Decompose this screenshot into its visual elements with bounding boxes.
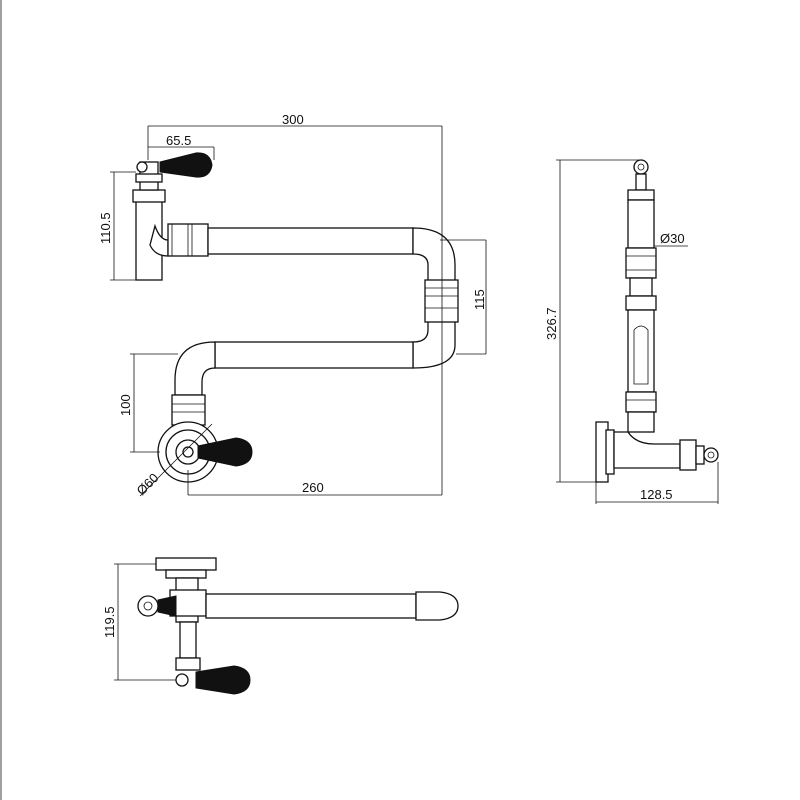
- middle-rings: [625, 295, 657, 311]
- lower-elbow: [174, 341, 216, 396]
- top-lower-knob: [175, 673, 189, 687]
- top-collar: [627, 189, 655, 201]
- top-lower-stem: [179, 621, 197, 659]
- side-view: Ø30 326.7 128.5: [544, 159, 719, 504]
- lower-handle: [197, 437, 253, 467]
- upper-handle: [159, 152, 213, 178]
- dim-lower-height: 100: [118, 394, 133, 416]
- upper-rings: [625, 247, 657, 279]
- base-valve-center: [182, 446, 194, 458]
- dim-upper-height: 110.5: [98, 212, 113, 244]
- dim-elbow-height: 115: [472, 289, 487, 310]
- lower-collar: [171, 394, 206, 426]
- lower-body: [627, 411, 655, 433]
- top-left-handle: [157, 595, 177, 617]
- top-lower-nut: [175, 657, 201, 671]
- side-body: [613, 431, 681, 469]
- dim-depth: 128.5: [640, 487, 673, 502]
- top-spout-tip: [415, 591, 459, 621]
- wall-plate-flange: [605, 429, 615, 475]
- upper-handle-knob: [136, 161, 148, 173]
- dim-handle-offset: 65.5: [166, 133, 191, 148]
- top-knob: [633, 159, 649, 175]
- upper-pipe: [627, 199, 655, 249]
- top-plate-flange: [165, 569, 207, 579]
- dim-lower-length: 260: [302, 480, 324, 495]
- top-stem: [635, 173, 647, 191]
- dim-total-height: 326.7: [544, 307, 559, 340]
- top-lower-handle: [195, 665, 251, 695]
- side-handle-stem: [679, 439, 697, 471]
- elbow-rings: [424, 279, 459, 323]
- side-dimensions: [556, 159, 719, 504]
- dim-top-width: 119.5: [102, 606, 117, 638]
- top-view: 119.5: [102, 557, 459, 695]
- top-left-knob: [137, 595, 159, 617]
- lower-arm-pipe: [214, 341, 414, 369]
- lower-rings: [625, 391, 657, 413]
- dim-overall-width: 300: [282, 112, 304, 127]
- front-view: 300 65.5 110.5 115 100 Ø60 260: [98, 112, 487, 498]
- middle-pipe: [629, 277, 653, 297]
- front-dimensions: [110, 125, 487, 497]
- top-dimensions: [114, 563, 176, 681]
- upper-valve-nut: [135, 173, 163, 183]
- dim-pipe-diameter: Ø30: [660, 231, 685, 246]
- lower-pipe: [627, 309, 655, 393]
- top-spout: [205, 593, 417, 619]
- upper-arm-pipe: [207, 227, 414, 255]
- upper-body-collar: [132, 189, 166, 203]
- side-handle-nut: [695, 445, 705, 465]
- side-handle-knob: [703, 447, 719, 463]
- dim-base-diameter: Ø60: [134, 470, 162, 498]
- top-wall-plate: [155, 557, 217, 571]
